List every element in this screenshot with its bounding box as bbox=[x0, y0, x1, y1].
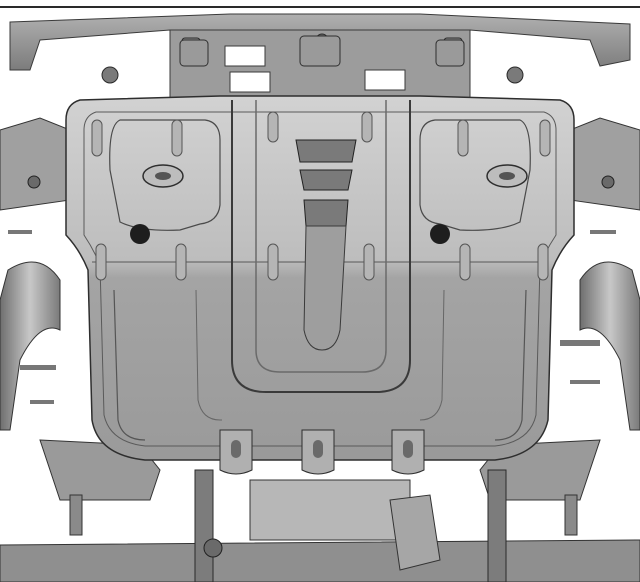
top-border-line bbox=[0, 6, 640, 8]
bottom-tabs bbox=[219, 429, 425, 475]
scan-noise bbox=[8, 230, 616, 404]
center-vents bbox=[295, 139, 357, 351]
skid-plate bbox=[65, 35, 575, 475]
right-hole bbox=[430, 224, 450, 244]
left-hole bbox=[130, 224, 150, 244]
top-tabs bbox=[179, 35, 465, 67]
